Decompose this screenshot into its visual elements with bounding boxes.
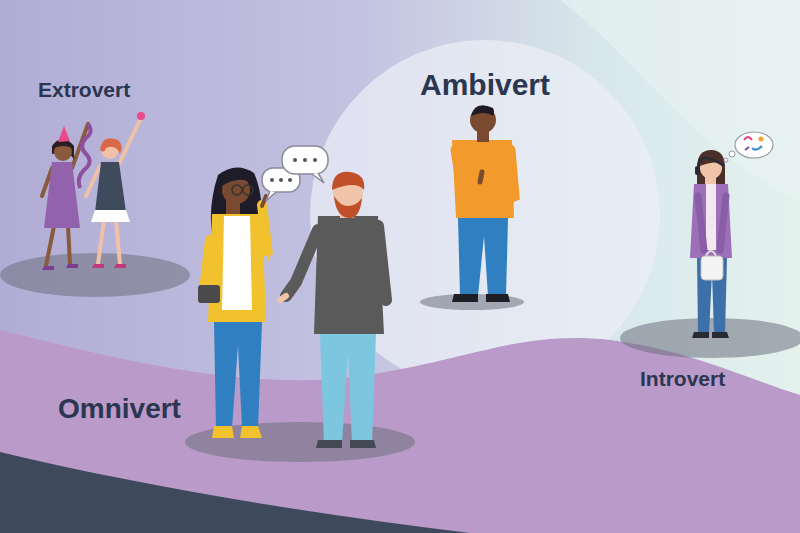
dancer-figure: [42, 124, 91, 270]
quiet-woman-figure: [690, 150, 732, 338]
speech-bubbles: [262, 146, 328, 201]
region-label: Extrovert: [38, 78, 130, 102]
dancer-figure: [86, 112, 145, 268]
omnivert-band: Omnivert: [0, 280, 800, 533]
region-title: Ambivert: [310, 40, 660, 103]
floor-shadows: [0, 253, 800, 462]
dark-ground: [0, 452, 470, 533]
omnivert-band-shape: [0, 330, 800, 533]
talking-man-figure: [280, 172, 386, 448]
thought-bubble: [724, 132, 773, 162]
thumbs-up-man-figure: [452, 105, 514, 302]
region-title: Omnivert: [58, 280, 800, 425]
region-label: Introvert: [640, 367, 725, 391]
talking-woman-figure: [198, 167, 270, 438]
